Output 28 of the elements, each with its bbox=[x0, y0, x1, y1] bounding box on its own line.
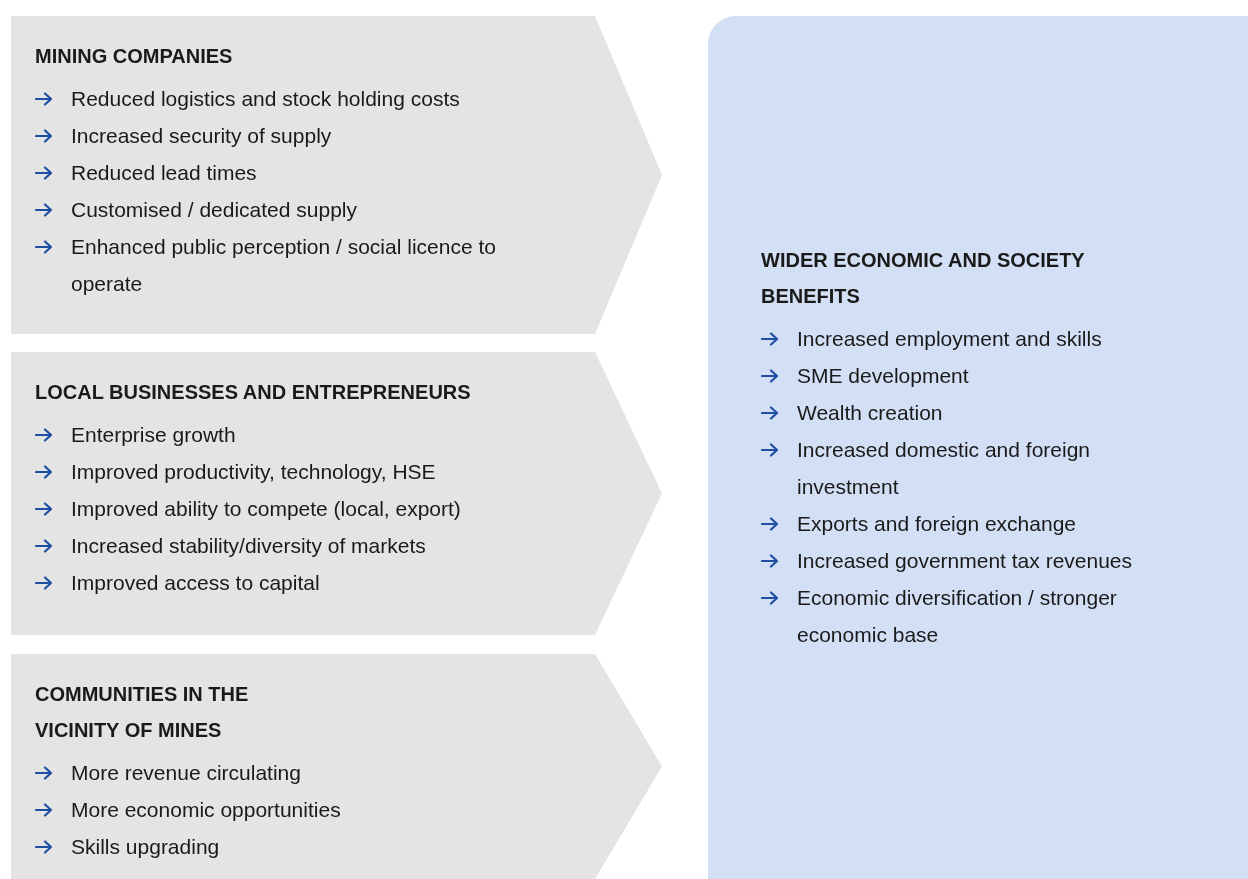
list-item-text: More economic opportunities bbox=[71, 797, 341, 823]
list-item-text: Enterprise growth bbox=[71, 422, 236, 448]
list-item-text: Reduced logistics and stock holding costs bbox=[71, 86, 460, 112]
list-item-text: Enhanced public perception / social licence to operate bbox=[71, 234, 497, 297]
list-item-text: Increased security of supply bbox=[71, 123, 332, 149]
list-item-text: SME development bbox=[797, 363, 969, 389]
list-item-text: More revenue circulating bbox=[71, 760, 301, 786]
benefits-panel bbox=[708, 16, 1248, 879]
list-item-text: Skills upgrading bbox=[71, 834, 220, 860]
panel-heading: MINING COMPANIES bbox=[35, 44, 234, 69]
list-item-text: Exports and foreign exchange bbox=[797, 511, 1077, 537]
chevron-panel bbox=[11, 654, 662, 879]
chevron-panel bbox=[11, 352, 662, 635]
list-item-text: Increased government tax revenues bbox=[797, 548, 1133, 574]
list-item-text: Reduced lead times bbox=[71, 160, 257, 186]
chevron-panel bbox=[11, 16, 662, 334]
panel-heading: COMMUNITIES IN THE VICINITY OF MINES bbox=[35, 682, 250, 743]
list-item-text: Increased stability/diversity of markets bbox=[71, 533, 426, 559]
list-item-text: Increased employment and skills bbox=[797, 326, 1102, 352]
panel-heading: WIDER ECONOMIC AND SOCIETY BENEFITS bbox=[761, 248, 1086, 309]
list-item-text: Improved access to capital bbox=[71, 570, 320, 596]
list-item-text: Improved ability to compete (local, export) bbox=[71, 496, 461, 522]
list-item-text: Economic diversification / stronger economic base bbox=[797, 585, 1118, 648]
list-item-text: Increased domestic and foreign investment bbox=[797, 437, 1091, 500]
list-item-text: Improved productivity, technology, HSE bbox=[71, 459, 436, 485]
list-item-text: Wealth creation bbox=[797, 400, 943, 426]
list-item-text: Customised / dedicated supply bbox=[71, 197, 357, 223]
panel-heading: LOCAL BUSINESSES AND ENTREPRENEURS bbox=[35, 380, 472, 405]
